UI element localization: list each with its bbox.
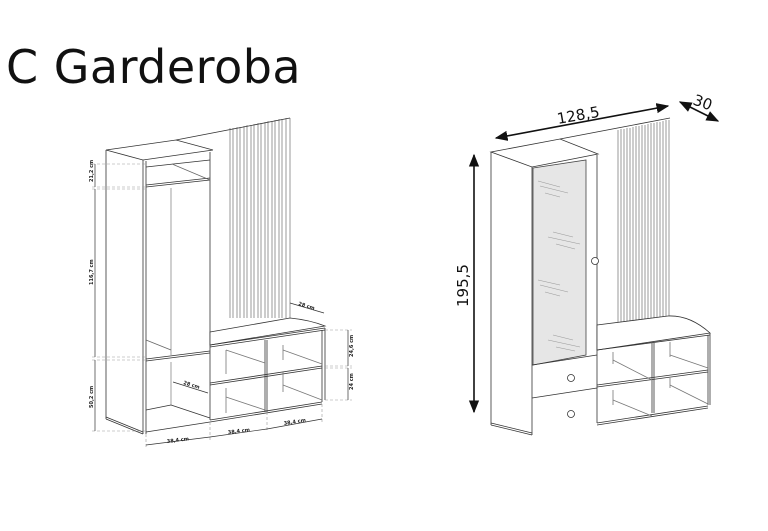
left-dimension-arrows bbox=[94, 164, 349, 446]
dim-width-2: 38,4 cm bbox=[228, 427, 251, 436]
page-title: C Garderoba bbox=[6, 40, 302, 94]
dim-overall-height: 195,5 bbox=[454, 264, 472, 307]
dim-wardrobe-inner-height: 116,7 cm bbox=[89, 259, 95, 285]
dim-width-1: 38,4 cm bbox=[167, 436, 190, 445]
dim-width-3: 38,4 cm bbox=[283, 418, 306, 427]
right-dimension-arrows bbox=[468, 101, 720, 414]
dim-seat-depth: 28 cm bbox=[297, 301, 315, 312]
dim-lower-compartment-height: 50,2 cm bbox=[89, 386, 95, 408]
right-drawing bbox=[489, 117, 711, 436]
left-dimension-lines bbox=[92, 163, 352, 448]
left-drawing bbox=[105, 117, 327, 435]
dim-overall-depth: 30 bbox=[691, 91, 715, 114]
dim-overall-width: 128,5 bbox=[556, 103, 601, 128]
dim-top-compartment-height: 21,2 cm bbox=[89, 160, 95, 182]
dim-bench-lower-shelf-height: 24 cm bbox=[349, 373, 355, 390]
dim-bench-upper-shelf-height: 24,6 cm bbox=[349, 335, 355, 357]
dim-inner-shelf-depth: 28 cm bbox=[182, 380, 200, 391]
